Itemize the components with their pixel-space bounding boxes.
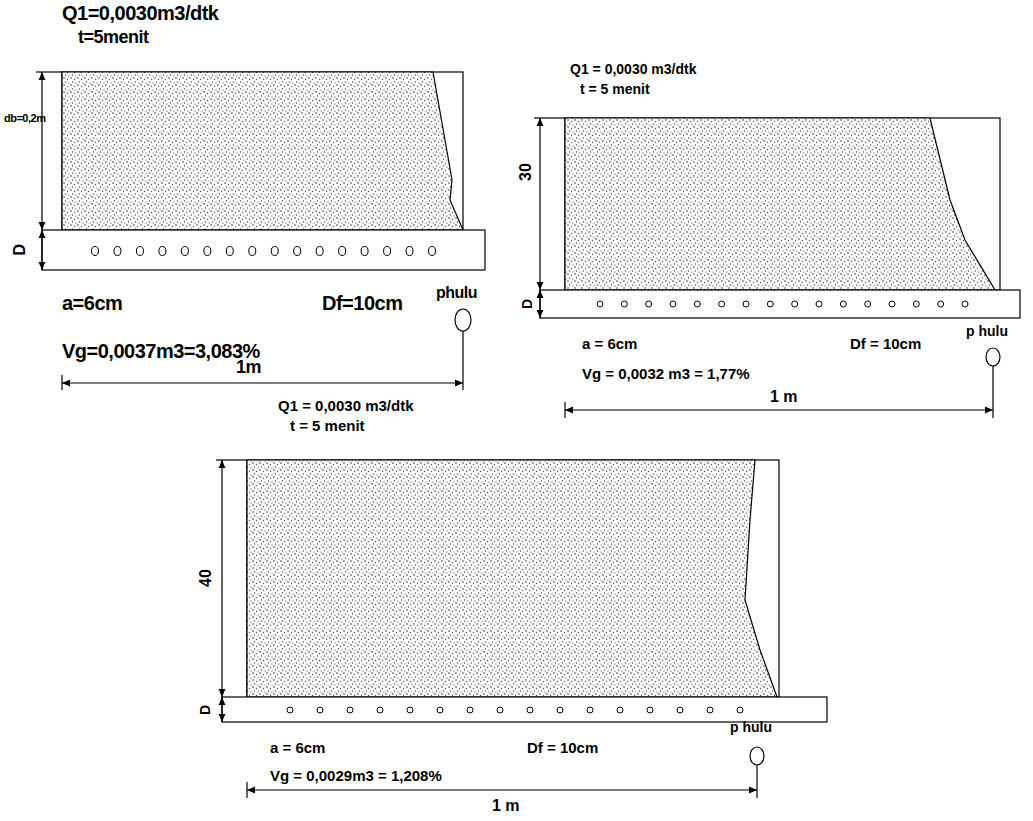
filter-hole (913, 301, 919, 307)
filter-hole (743, 301, 749, 307)
filter-hole (840, 301, 846, 307)
dimension: 40 (197, 567, 215, 589)
volume-label: Vg = 0,0032 m3 = 1,77% (582, 366, 750, 383)
piezometer-label: p hulu (966, 324, 1008, 339)
filter-hole (317, 707, 323, 713)
dimension: db=0,2m (4, 112, 45, 124)
filter-hole (617, 707, 623, 713)
filter-hole (889, 301, 895, 307)
filter-hole (429, 247, 436, 256)
filter-hole (527, 707, 533, 713)
filter-hole (597, 301, 603, 307)
dimension: D (198, 703, 213, 717)
filter-hole (707, 707, 713, 713)
filter-hole (226, 247, 233, 256)
filter-hole (938, 301, 944, 307)
filter-hole (557, 707, 563, 713)
filter-hole (339, 247, 346, 256)
filter-hole (271, 247, 278, 256)
filter-hole (816, 301, 822, 307)
filter-hole (647, 707, 653, 713)
filter-hole (377, 707, 383, 713)
filter-hole (347, 707, 353, 713)
dimension: 1m (236, 358, 261, 378)
filter-hole (361, 247, 368, 256)
filter-hole (719, 301, 725, 307)
filter-hole (737, 707, 743, 713)
diameter-label: Df = 10cm (527, 740, 598, 757)
filter-hole (767, 301, 773, 307)
filter-hole (437, 707, 443, 713)
filter-hole (406, 247, 413, 256)
filter-hole (792, 301, 798, 307)
filter-hole (467, 707, 473, 713)
time-label: t = 5 menit (580, 82, 650, 97)
time-label: t=5menit (78, 28, 149, 48)
spacing-label: a = 6cm (582, 336, 637, 353)
filter-hole (136, 247, 143, 256)
filter-hole (92, 247, 99, 256)
spacing-label: a=6cm (62, 292, 122, 314)
piezometer-label: phulu (436, 284, 477, 302)
time-label: t = 5 menit (290, 418, 365, 435)
dimension: D (520, 297, 535, 311)
filter-hole (587, 707, 593, 713)
filter-hole (865, 301, 871, 307)
dimension: 1 m (770, 388, 798, 406)
flow-label: Q1=0,0030m3/dtk (62, 2, 219, 24)
volume-label: Vg = 0,0029m3 = 1,208% (270, 768, 442, 785)
filter-hole (670, 301, 676, 307)
diameter-label: Df = 10cm (850, 336, 921, 353)
dimension: 30 (517, 161, 535, 183)
filter-hole (316, 247, 323, 256)
filter-hole (204, 247, 211, 256)
filter-hole (646, 301, 652, 307)
piezometer-label: p hulu (730, 720, 772, 735)
flow-label: Q1 = 0,0030 m3/dtk (278, 398, 414, 415)
dimension: D (11, 242, 29, 257)
filter-hole (497, 707, 503, 713)
filter-hole (621, 301, 627, 307)
spacing-label: a = 6cm (270, 740, 325, 757)
filter-hole (677, 707, 683, 713)
filter-hole (384, 247, 391, 256)
filter-hole (287, 707, 293, 713)
diameter-label: Df=10cm (322, 292, 402, 314)
filter-hole (294, 247, 301, 256)
dimension: 1 m (492, 797, 520, 815)
flow-label: Q1 = 0,0030 m3/dtk (570, 62, 696, 77)
filter-hole (962, 301, 968, 307)
filter-hole (694, 301, 700, 307)
filter-hole (249, 247, 256, 256)
filter-hole (114, 247, 121, 256)
filter-hole (159, 247, 166, 256)
volume-label: Vg=0,0037m3=3,083% (62, 340, 260, 362)
filter-hole (181, 247, 188, 256)
filter-hole (407, 707, 413, 713)
